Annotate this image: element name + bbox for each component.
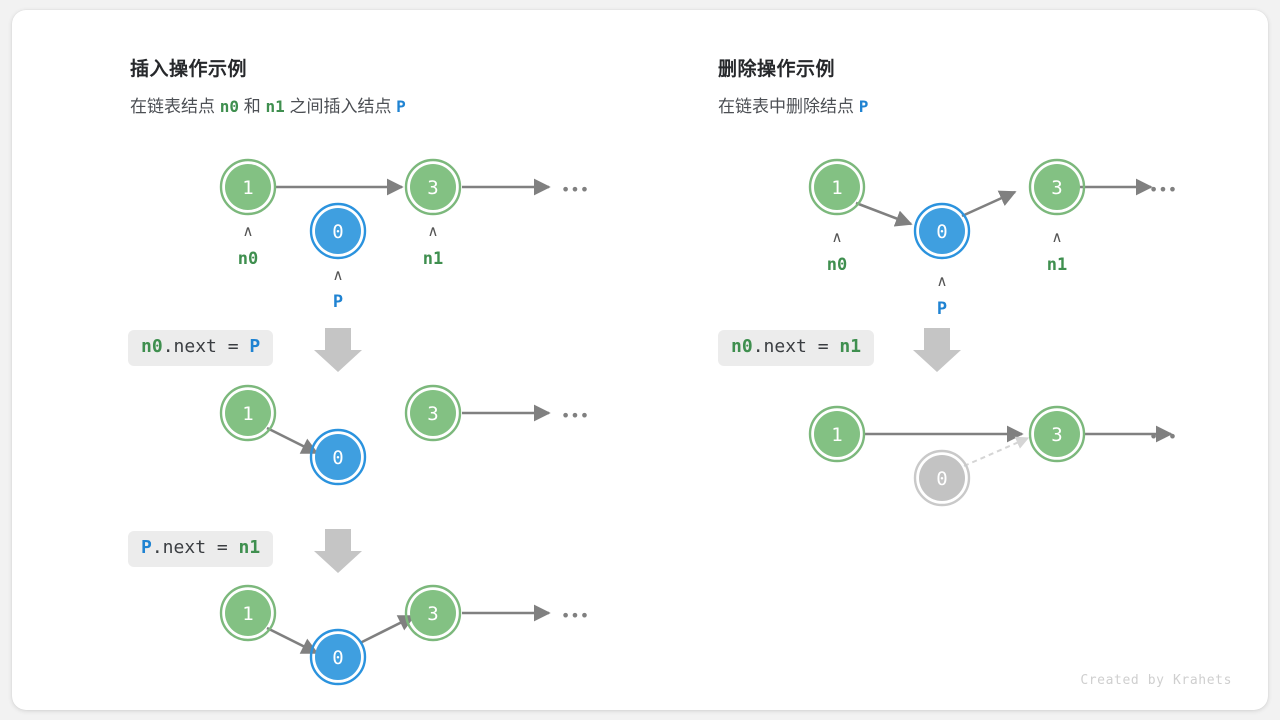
insert-s3-node-3-value: 3 — [427, 603, 438, 625]
insert-panel-title: 插入操作示例 — [130, 59, 248, 80]
subtitle-token-p: P — [858, 97, 869, 116]
delete-s1-marker-n0: ∧ — [832, 228, 843, 246]
insert-s3-node-1-value: 1 — [242, 603, 253, 625]
code-token-n0: n0 — [731, 336, 753, 357]
delete-panel-subtitle: 在链表中删除结点 P — [718, 92, 868, 117]
insert-code-badge-1: n0.next = P — [128, 330, 274, 366]
insert-s2-node-1: 1 — [219, 384, 277, 442]
delete-s1-ellipsis: ••• — [1149, 180, 1177, 199]
insert-s2-arrow-n0-p — [266, 426, 319, 455]
code-token-n1: n1 — [238, 537, 261, 558]
subtitle-text-0: 在链表中删除结点 — [718, 97, 859, 116]
subtitle-text-1: 和 — [239, 97, 266, 116]
diagram-card: 插入操作示例 在链表结点 n0 和 n1 之间插入结点 P 1 — [12, 10, 1268, 710]
delete-s2-node-0-deleted: 0 — [913, 449, 971, 507]
delete-s2-arrow-dashed-p-n1 — [963, 436, 1030, 467]
insert-s1-node-1: 1 — [219, 158, 277, 216]
delete-s1-arrow-p-n1 — [961, 190, 1017, 218]
code-token-p: P — [141, 537, 152, 558]
delete-s2-node-0-value: 0 — [936, 468, 947, 490]
subtitle-text-0: 在链表结点 — [130, 97, 220, 116]
insert-s1-label-n0: n0 — [238, 249, 258, 269]
delete-s2-node-3: 3 — [1028, 405, 1086, 463]
delete-block-arrow-1 — [913, 328, 961, 372]
subtitle-token-n0: n0 — [219, 97, 239, 116]
insert-s1-label-n1: n1 — [423, 249, 443, 269]
insert-s3-arrow-n0-p — [266, 626, 319, 655]
delete-s1-arrow-n0-p — [855, 201, 913, 227]
insert-code-badge-2: P.next = n1 — [128, 531, 274, 567]
delete-s1-label-n1: n1 — [1047, 255, 1067, 275]
code-token-n0: n0 — [141, 336, 163, 357]
code-token-next: .next = — [151, 537, 239, 558]
insert-s3-node-3: 3 — [404, 584, 462, 642]
delete-s2-node-3-value: 3 — [1051, 424, 1062, 446]
delete-code-badge-1: n0.next = n1 — [718, 330, 875, 366]
subtitle-token-p: P — [396, 97, 406, 116]
insert-s2-node-1-value: 1 — [242, 403, 253, 425]
insert-s3-arrow-p-n1 — [359, 614, 416, 645]
subtitle-text-2: 之间插入结点 — [284, 97, 397, 116]
code-token-next: .next = — [162, 336, 250, 357]
credit-text: Created by Krahets — [1080, 673, 1232, 688]
delete-diagram: 1 0 3 ••• ∧ n0 ∧ P ∧ n1 — [808, 158, 1177, 507]
code-token-next: .next = — [752, 336, 840, 357]
insert-s1-label-p: P — [333, 292, 343, 312]
insert-s3-node-0: 0 — [309, 628, 367, 686]
insert-s2-ellipsis: ••• — [561, 406, 589, 425]
insert-s1-marker-n1: ∧ — [428, 222, 439, 240]
delete-s1-label-p: P — [937, 299, 947, 319]
delete-s2-ellipsis: ••• — [1149, 427, 1177, 446]
insert-s3-node-0-value: 0 — [332, 647, 343, 669]
delete-s1-marker-p: ∧ — [937, 272, 948, 290]
insert-s3-ellipsis: ••• — [561, 606, 589, 625]
panel-delete: 删除操作示例 在链表中删除结点 P 1 0 3 — [606, 10, 1268, 710]
insert-s2-node-0: 0 — [309, 428, 367, 486]
delete-s1-node-3-value: 3 — [1051, 177, 1062, 199]
delete-s1-node-1-value: 1 — [831, 177, 842, 199]
insert-s2-node-3: 3 — [404, 384, 462, 442]
code-token-n1: n1 — [839, 336, 862, 357]
subtitle-token-n1: n1 — [265, 97, 285, 116]
code-token-p: P — [249, 336, 261, 357]
insert-block-arrow-2 — [314, 529, 362, 573]
insert-s2-node-3-value: 3 — [427, 403, 438, 425]
insert-s2-node-0-value: 0 — [332, 447, 343, 469]
insert-s1-node-1-value: 1 — [242, 177, 253, 199]
insert-s1-node-3: 3 — [404, 158, 462, 216]
insert-s1-node-0-value: 0 — [332, 221, 343, 243]
delete-s1-node-0: 0 — [913, 202, 971, 260]
delete-s2-node-1-value: 1 — [831, 424, 842, 446]
delete-panel-title: 删除操作示例 — [718, 59, 836, 80]
delete-s1-marker-n1: ∧ — [1052, 228, 1063, 246]
delete-s1-label-n0: n0 — [827, 255, 847, 275]
delete-s1-node-1: 1 — [808, 158, 866, 216]
insert-panel-subtitle: 在链表结点 n0 和 n1 之间插入结点 P — [130, 92, 406, 117]
insert-s1-ellipsis: ••• — [561, 180, 589, 199]
insert-s1-marker-n0: ∧ — [243, 222, 254, 240]
panel-insert: 插入操作示例 在链表结点 n0 和 n1 之间插入结点 P 1 — [12, 10, 640, 710]
delete-s1-node-0-value: 0 — [936, 221, 947, 243]
delete-s1-node-3: 3 — [1028, 158, 1086, 216]
insert-block-arrow-1 — [314, 328, 362, 372]
insert-s1-marker-p: ∧ — [333, 266, 344, 284]
insert-s1-node-3-value: 3 — [427, 177, 438, 199]
insert-step-1-diagram: 1 0 3 ••• ∧ n0 ∧ P ∧ n1 — [219, 158, 589, 686]
delete-s2-node-1: 1 — [808, 405, 866, 463]
insert-s3-node-1: 1 — [219, 584, 277, 642]
insert-s1-node-0: 0 — [309, 202, 367, 260]
